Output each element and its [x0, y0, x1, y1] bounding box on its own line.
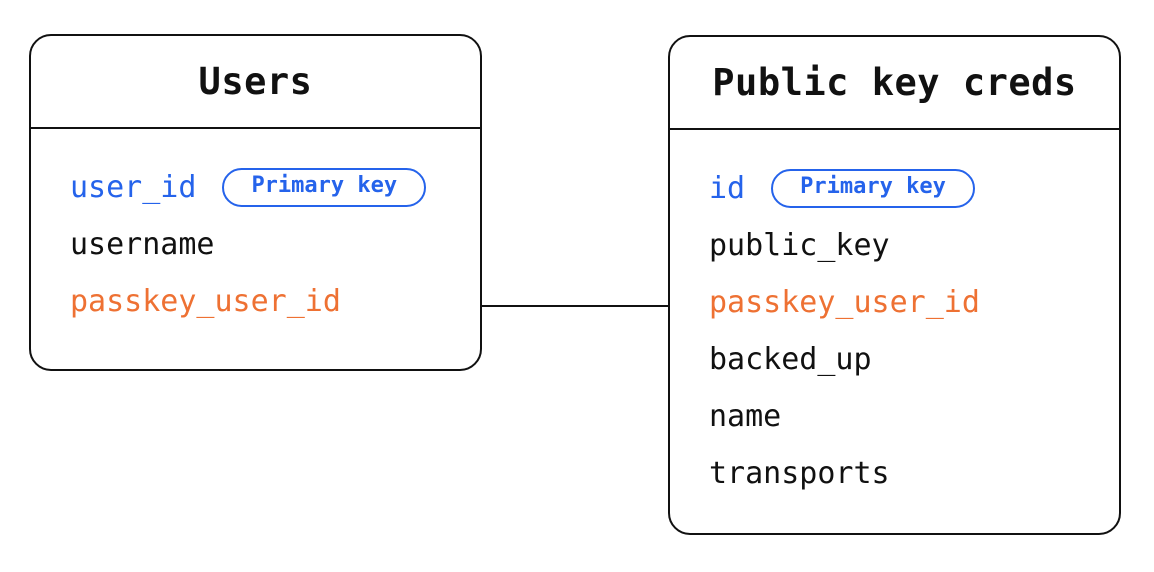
table-public-key-creds: Public key creds id Primary key public_k…: [668, 35, 1121, 535]
table-title: Public key creds: [712, 61, 1077, 104]
field-row-username: username: [70, 216, 464, 273]
primary-key-badge: Primary key: [771, 168, 975, 209]
table-public-key-creds-header: Public key creds: [670, 37, 1119, 130]
field-row-transports: transports: [709, 445, 1103, 502]
field-name: id: [709, 171, 746, 206]
field-name: name: [709, 399, 782, 434]
field-name: user_id: [70, 170, 197, 205]
field-name: public_key: [709, 228, 890, 263]
field-name: backed_up: [709, 342, 872, 377]
field-row-id: id Primary key: [709, 160, 1103, 217]
table-users-header: Users: [31, 36, 480, 129]
primary-key-badge: Primary key: [222, 167, 427, 208]
field-row-passkey-user-id: passkey_user_id: [709, 274, 1103, 331]
table-public-key-creds-body: id Primary key public_key passkey_user_i…: [670, 130, 1119, 502]
field-name: transports: [709, 456, 890, 491]
table-title: Users: [198, 60, 313, 103]
relationship-line: [482, 305, 668, 307]
field-row-passkey-user-id: passkey_user_id: [70, 273, 464, 330]
field-row-user-id: user_id Primary key: [70, 159, 464, 216]
field-name: passkey_user_id: [70, 284, 341, 319]
table-users: Users user_id Primary key username passk…: [29, 34, 482, 371]
field-row-name: name: [709, 388, 1103, 445]
field-name: username: [70, 227, 215, 262]
table-users-body: user_id Primary key username passkey_use…: [31, 129, 480, 330]
field-row-backed-up: backed_up: [709, 331, 1103, 388]
field-row-public-key: public_key: [709, 217, 1103, 274]
field-name: passkey_user_id: [709, 285, 980, 320]
